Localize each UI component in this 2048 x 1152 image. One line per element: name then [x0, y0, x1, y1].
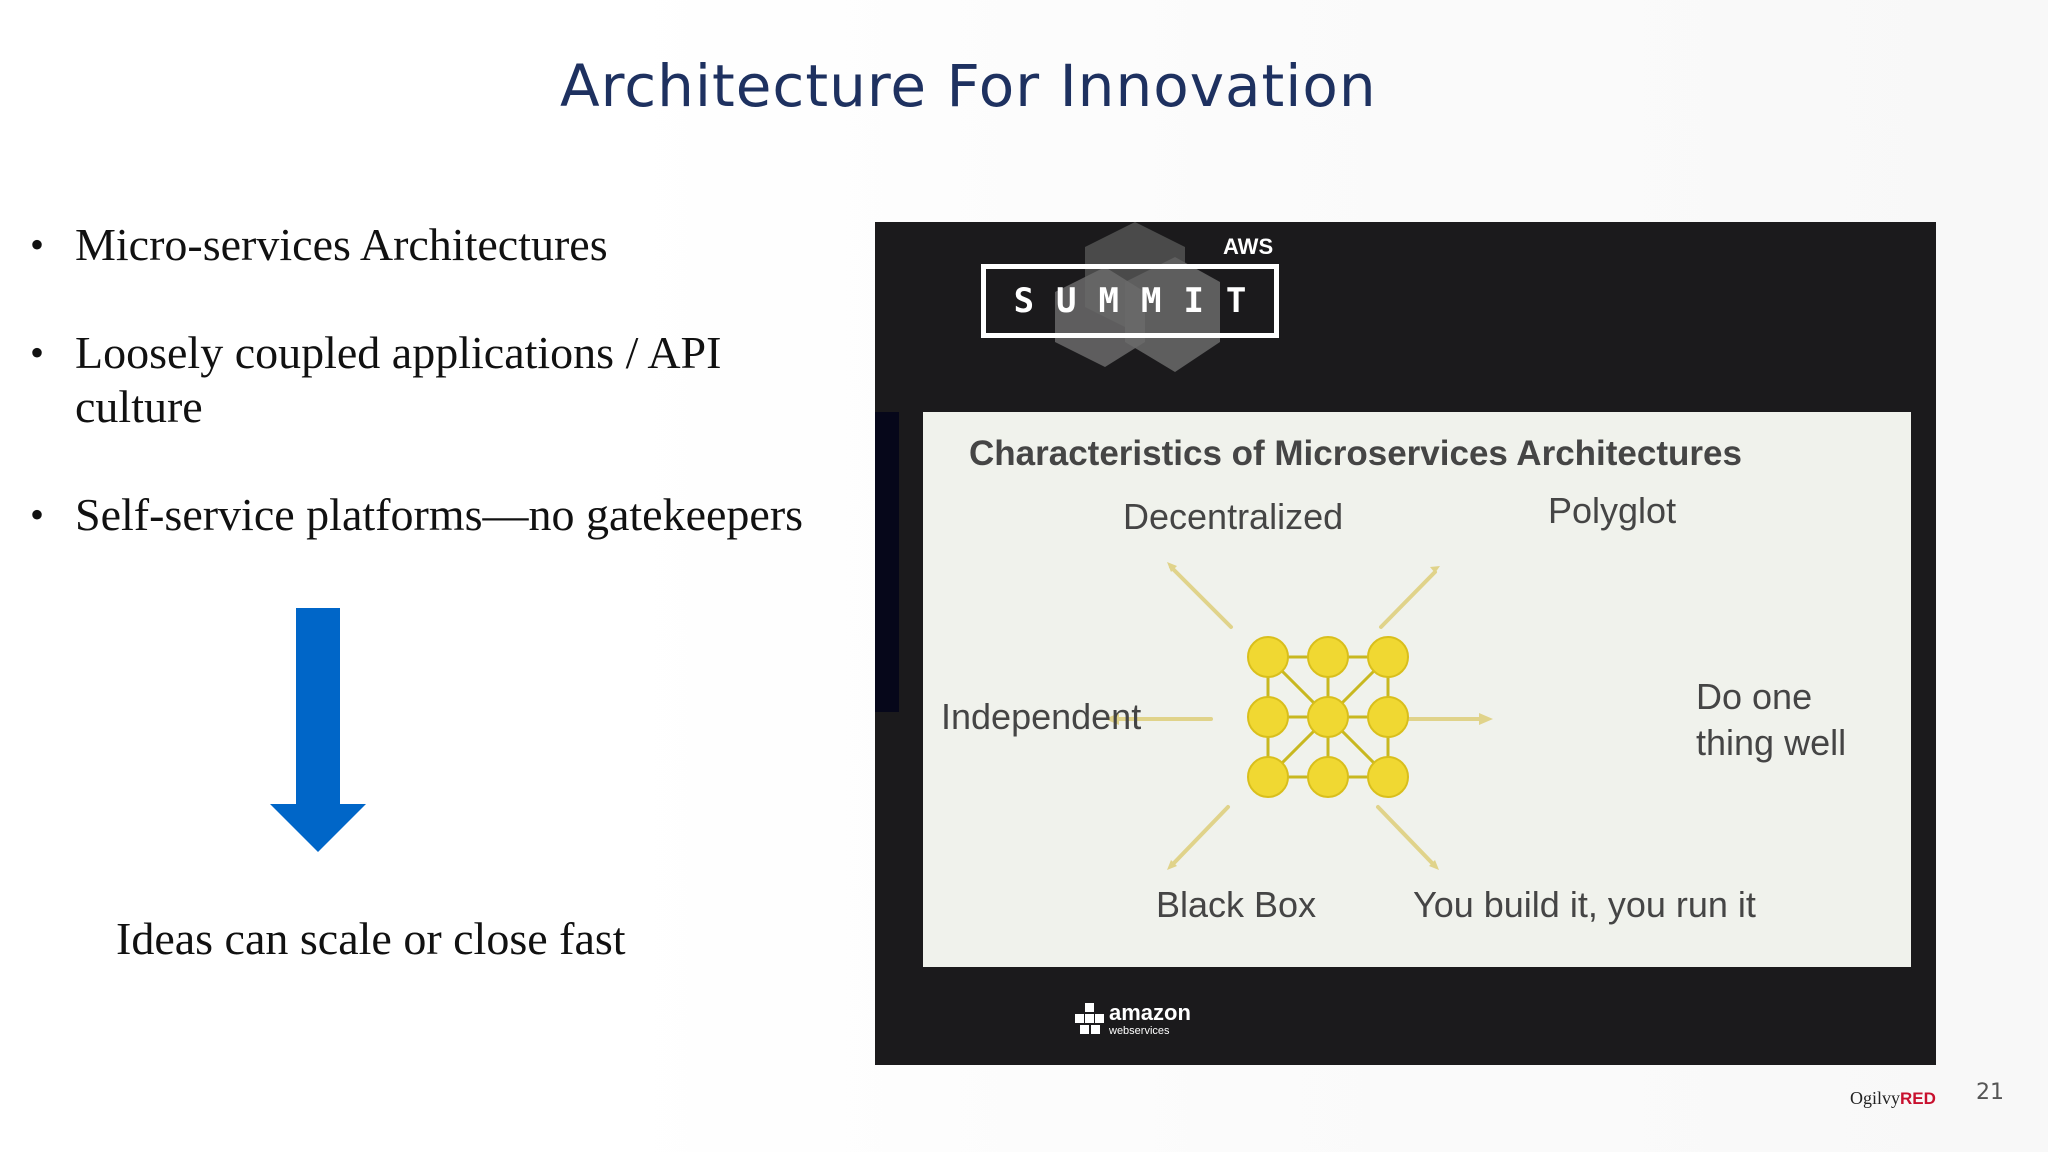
bullet-dot: •: [30, 492, 45, 537]
summit-logo: SUMMIT: [981, 264, 1279, 338]
ogilvy-logo-part1: Ogilvy: [1850, 1088, 1901, 1108]
label-do-one-line2: thing well: [1696, 722, 1847, 763]
down-arrow-icon: [270, 608, 366, 854]
bullet-text: Self-service platforms—no gatekeepers: [75, 489, 804, 540]
bullet-dot: •: [30, 330, 45, 375]
bullet-item: • Micro-services Architectures: [30, 218, 850, 272]
tagline: Ideas can scale or close fast: [116, 913, 626, 964]
label-polyglot: Polyglot: [1548, 490, 1677, 531]
label-independent: Independent: [941, 696, 1142, 737]
aws-logo-sub: webservices: [1109, 1025, 1170, 1037]
bullet-text: Loosely coupled applications / API cultu…: [75, 327, 722, 432]
video-side-strip: [875, 412, 899, 712]
summit-hex-icon: [1055, 222, 1220, 372]
panel-title: Characteristics of Microservices Archite…: [969, 434, 1742, 473]
slide-title: Architecture For Innovation: [560, 52, 1377, 120]
label-decentralized: Decentralized: [1123, 496, 1344, 537]
bullet-text: Micro-services Architectures: [75, 219, 608, 270]
label-you-build: You build it, you run it: [1413, 884, 1756, 925]
aws-logo-word: amazon: [1109, 1000, 1191, 1025]
ogilvy-logo-part2: RED: [1900, 1089, 1936, 1108]
ogilvy-red-logo: OgilvyRED: [1850, 1088, 1936, 1109]
video-frame[interactable]: AWS SUMMIT: [875, 222, 1936, 1065]
page-number: 21: [1976, 1080, 2004, 1105]
microservices-panel: Characteristics of Microservices Archite…: [923, 412, 1911, 967]
aws-cubes-icon: [1075, 1003, 1104, 1034]
label-black-box: Black Box: [1156, 884, 1317, 925]
microservices-diagram: [1105, 562, 1493, 870]
aws-label: AWS: [1223, 234, 1274, 259]
bullet-item: • Loosely coupled applications / API cult…: [30, 326, 850, 434]
label-do-one-line1: Do one: [1696, 676, 1813, 717]
bullet-list: • Micro-services Architectures • Loosely c…: [30, 218, 850, 596]
amazon-web-services-logo: amazon webservices: [1075, 1002, 1191, 1038]
bullet-dot: •: [30, 222, 45, 267]
bullet-item: • Self-service platforms—no gatekeepers: [30, 488, 850, 542]
